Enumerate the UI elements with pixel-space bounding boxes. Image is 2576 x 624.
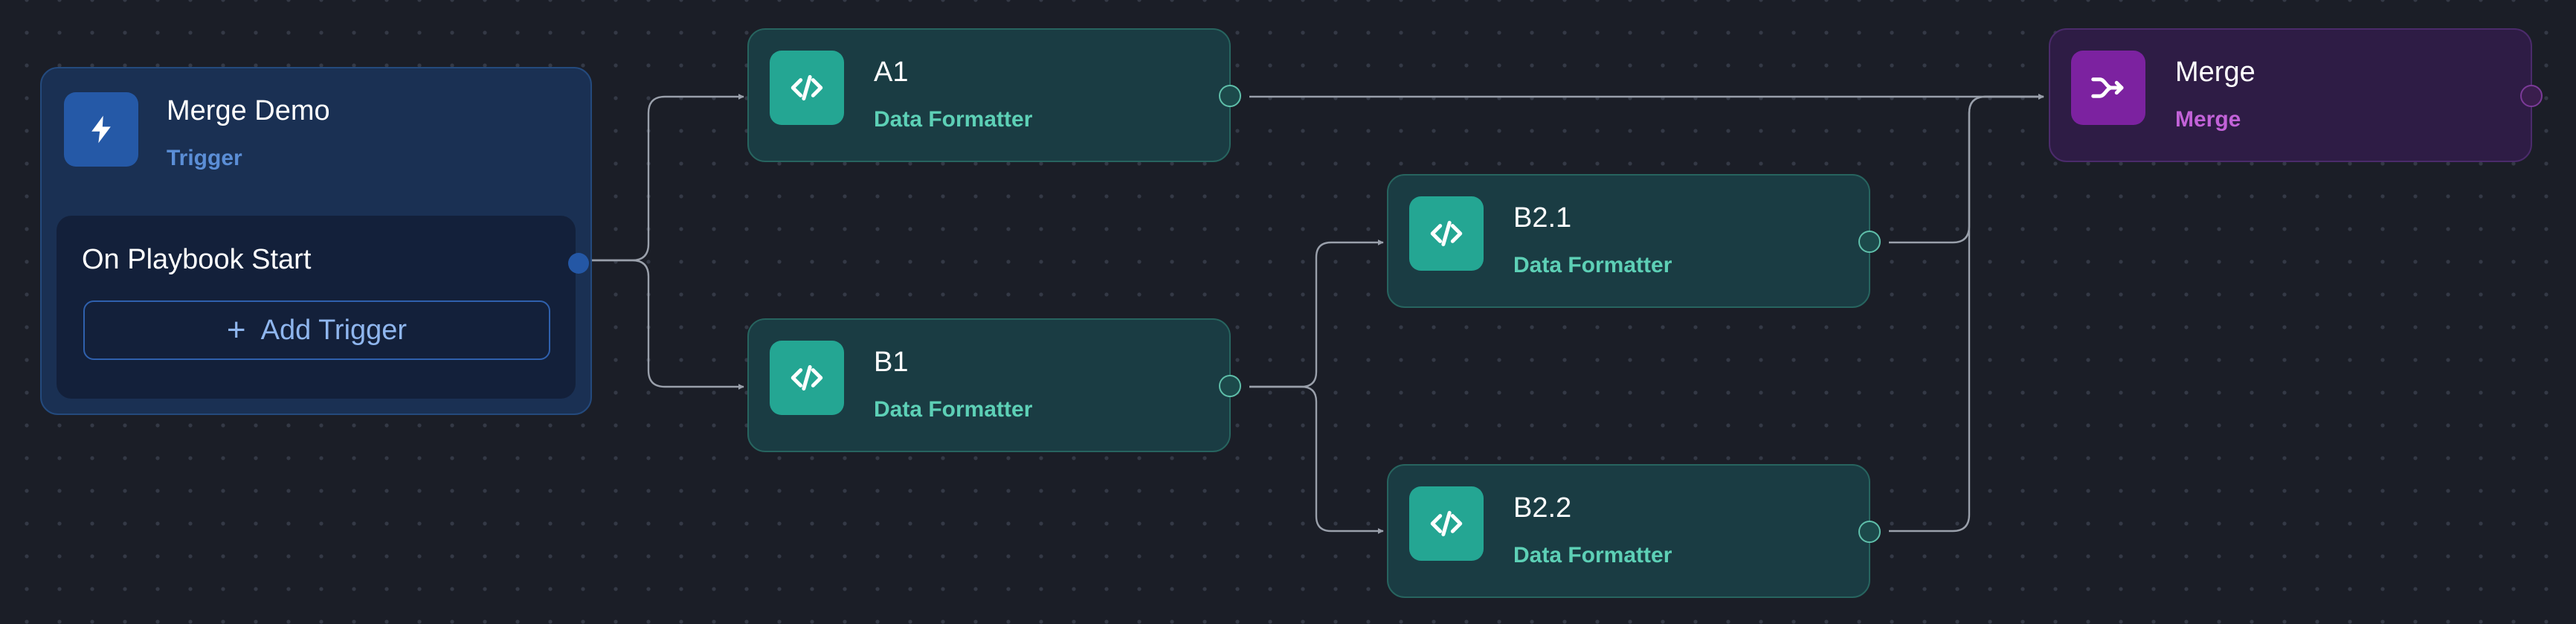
trigger-item[interactable]: On Playbook Start + Add Trigger <box>57 216 589 399</box>
node-a1[interactable]: A1 Data Formatter <box>747 28 1241 162</box>
node-b1[interactable]: B1 Data Formatter <box>747 318 1241 452</box>
node-title: Merge <box>2175 57 2255 88</box>
add-trigger-button[interactable]: + Add Trigger <box>83 300 550 360</box>
bolt-icon <box>64 92 138 167</box>
node-title: B2.2 <box>1513 492 1572 524</box>
trigger-node[interactable]: Merge Demo Trigger On Playbook Start + A… <box>40 67 592 415</box>
node-type: Data Formatter <box>1513 543 1672 567</box>
node-merge[interactable]: Merge Merge <box>2049 28 2543 162</box>
node-type: Data Formatter <box>874 107 1033 132</box>
edge-b2-1-to-merge[interactable] <box>1889 94 2044 244</box>
node-title: B1 <box>874 347 909 378</box>
node-type: Data Formatter <box>874 397 1033 422</box>
code-icon <box>1409 486 1484 561</box>
output-handle[interactable] <box>1858 521 1881 543</box>
output-handle[interactable] <box>1219 85 1241 107</box>
output-handle[interactable] <box>2520 85 2543 107</box>
trigger-node-title: Merge Demo <box>167 95 330 126</box>
node-b2-1[interactable]: B2.1 Data Formatter <box>1387 174 1881 308</box>
code-icon <box>770 51 844 125</box>
trigger-item-label: On Playbook Start <box>82 244 312 275</box>
node-title: A1 <box>874 57 909 88</box>
node-b2-2[interactable]: B2.2 Data Formatter <box>1387 464 1881 598</box>
code-icon <box>770 341 844 415</box>
trigger-node-type: Trigger <box>167 146 242 170</box>
plus-icon: + <box>226 312 246 348</box>
edge-b2-2-to-merge[interactable] <box>1889 94 2044 533</box>
edge-b1-to-b2-2[interactable] <box>1249 385 1384 534</box>
node-type: Data Formatter <box>1513 253 1672 277</box>
node-title: B2.1 <box>1513 202 1572 234</box>
edge-b1-to-b2-1[interactable] <box>1249 239 1384 388</box>
node-type: Merge <box>2175 107 2241 132</box>
trigger-output-handle[interactable] <box>568 253 589 274</box>
output-handle[interactable] <box>1858 231 1881 253</box>
output-handle[interactable] <box>1219 375 1241 397</box>
add-trigger-label: Add Trigger <box>260 314 408 346</box>
shuffle-merge-icon <box>2071 51 2145 125</box>
code-icon <box>1409 196 1484 271</box>
